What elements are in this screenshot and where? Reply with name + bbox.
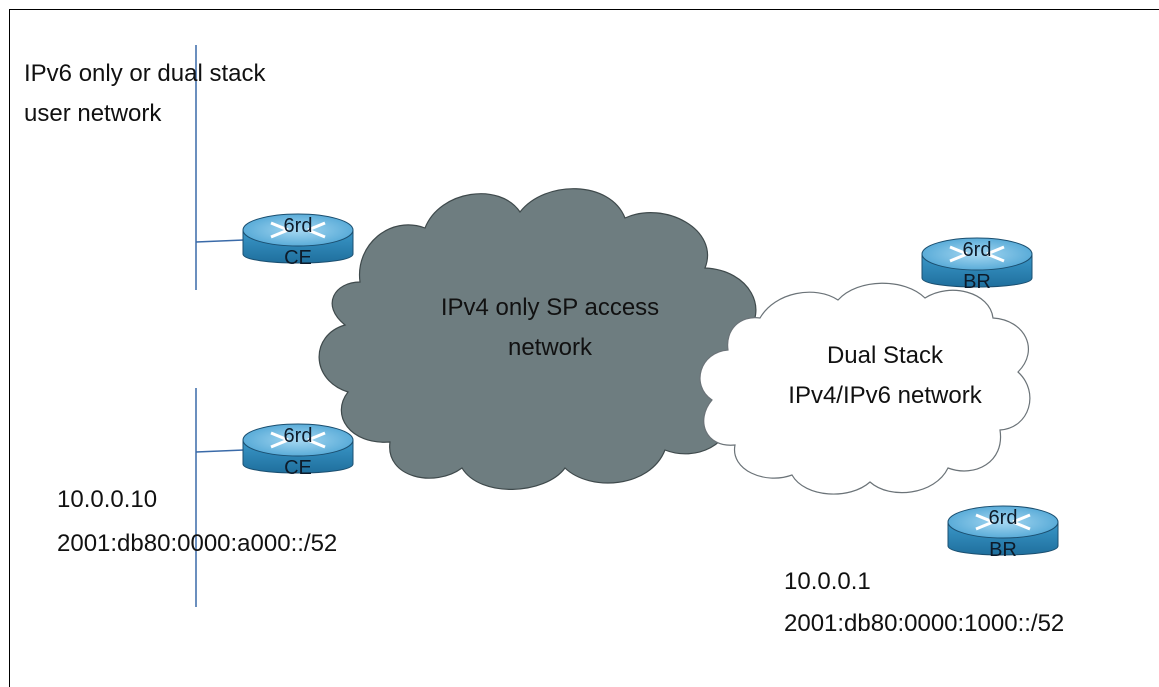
br-router-upper-icon xyxy=(921,237,1033,288)
diagram-frame xyxy=(9,9,1159,687)
br-lower-top-label: 6rd xyxy=(989,507,1018,529)
user-network-label-line2: user network xyxy=(24,100,162,127)
ce-lower-bottom-label: CE xyxy=(284,457,312,479)
br-router-lower-icon xyxy=(947,505,1059,556)
ce-ipv4-address: 10.0.0.10 xyxy=(57,486,158,513)
ce-lower-top-label: 6rd xyxy=(284,425,313,447)
br-lower-bottom-label: BR xyxy=(989,539,1017,561)
dual-stack-label-line1: Dual Stack xyxy=(826,342,944,369)
user-network-label-line1: IPv6 only or dual stack xyxy=(24,60,266,87)
dual-stack-cloud xyxy=(699,282,1031,495)
sp-cloud-label-line1: IPv4 only SP access xyxy=(440,294,660,321)
ce-router-lower-icon xyxy=(242,423,354,474)
ce-ipv6-prefix: 2001:db80:0000:a000::/52 xyxy=(57,530,338,557)
br-ipv4-address: 10.0.0.1 xyxy=(784,568,871,595)
br-upper-bottom-label: BR xyxy=(963,271,991,293)
br-upper-top-label: 6rd xyxy=(963,239,992,261)
ce-upper-link xyxy=(195,239,245,243)
ce-upper-bottom-label: CE xyxy=(284,247,312,269)
ce-upper-top-label: 6rd xyxy=(284,215,313,237)
sp-cloud-label-line2: network xyxy=(507,334,593,361)
ce-lower-link xyxy=(195,449,245,453)
dual-stack-label-line2: IPv4/IPv6 network xyxy=(788,382,982,409)
ce-router-upper-icon xyxy=(242,213,354,264)
br-ipv6-prefix: 2001:db80:0000:1000::/52 xyxy=(784,610,1065,637)
